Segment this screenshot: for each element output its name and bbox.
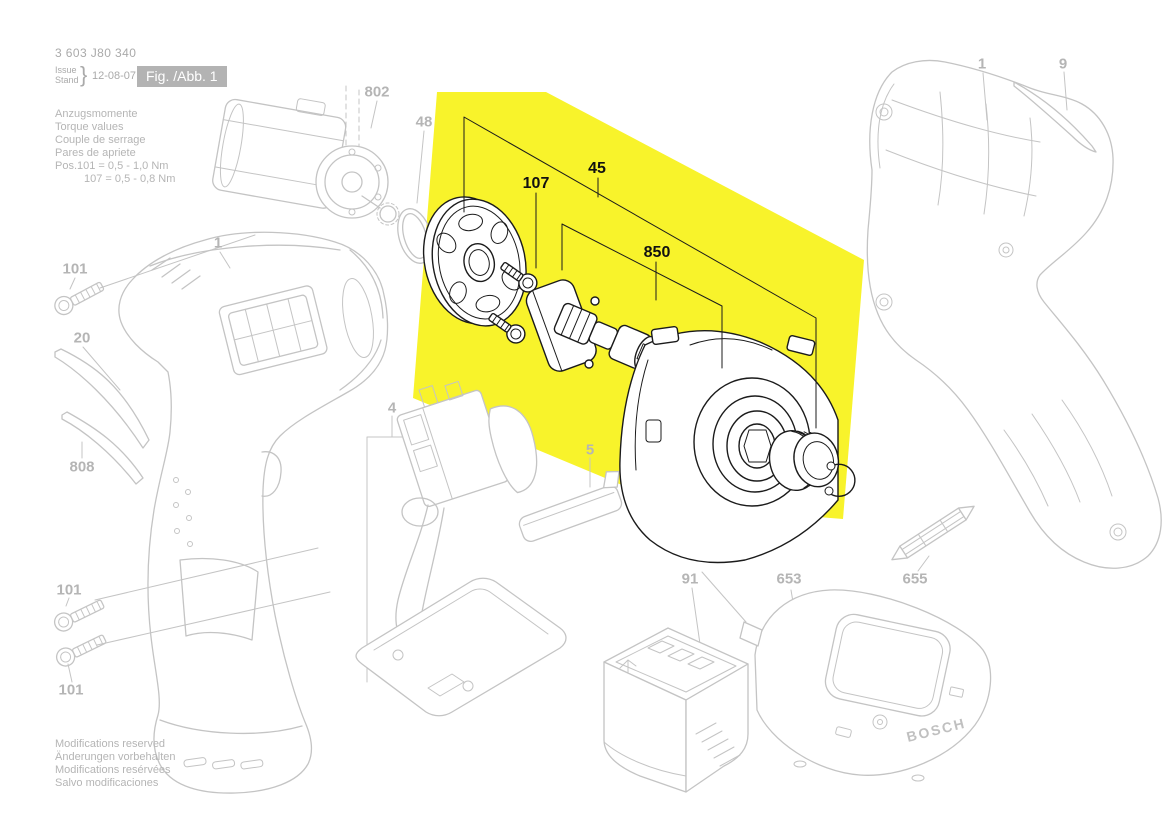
part-label-1-left: 1 <box>213 234 223 252</box>
part-label-101-bottom: 101 <box>58 681 84 699</box>
trim-sliver-drawing <box>1013 71 1097 153</box>
part-label-45: 45 <box>588 160 606 177</box>
part-label-808: 808 <box>69 458 95 476</box>
part-label-91: 91 <box>681 570 699 588</box>
modifications-line-de: Änderungen vorbehalten <box>55 751 176 763</box>
clutch-plate-drawing <box>422 196 527 327</box>
housing-shell-drawing <box>866 59 1162 569</box>
trigger-switch-drawing <box>355 380 567 717</box>
part-label-48: 48 <box>415 113 433 131</box>
part-label-802: 802 <box>364 83 390 101</box>
circlip-drawing <box>824 461 856 497</box>
screw-101-mid-drawing <box>53 547 319 632</box>
motor-drawing <box>212 85 400 226</box>
part-label-655: 655 <box>902 570 928 588</box>
issue-date: 12-08-07 <box>92 70 137 82</box>
stand-label: Stand <box>55 75 79 85</box>
part-label-101-mid: 101 <box>56 581 82 599</box>
part-label-101-top: 101 <box>62 260 88 278</box>
screw-101-top-drawing <box>54 234 256 316</box>
torque-line-fr: Couple de serrage <box>55 134 146 146</box>
torque-line-en: Torque values <box>55 121 124 133</box>
screw-107-b-drawing <box>488 312 526 344</box>
part-label-1-right: 1 <box>977 55 987 73</box>
bit-drawing <box>891 505 975 572</box>
torque-line-es: Pares de apriete <box>55 147 136 159</box>
part-label-20: 20 <box>73 329 91 347</box>
torque-note: Anzugsmomente Torque values Couple de se… <box>55 108 175 186</box>
battery-drawing <box>603 587 749 793</box>
part-label-9: 9 <box>1058 55 1068 73</box>
modifications-line-es: Salvo modificaciones <box>55 777 159 789</box>
modifications-line-fr: Modifications resérvées <box>55 764 171 776</box>
part-label-107: 107 <box>522 175 550 192</box>
leader-lines <box>463 116 817 429</box>
torque-line-de: Anzugsmomente <box>55 108 138 120</box>
threaded-collar-drawing <box>768 430 840 492</box>
part-label-850: 850 <box>643 244 671 261</box>
torque-value-2: 107 = 0,5 - 0,8 Nm <box>84 173 176 185</box>
torque-value-1: Pos.101 = 0,5 - 1,0 Nm <box>55 160 169 172</box>
modifications-note: Modifications reserved Änderungen vorbeh… <box>55 738 175 790</box>
screw-107-a-drawing <box>500 261 538 293</box>
part-label-653: 653 <box>776 570 802 588</box>
modifications-line-en: Modifications reserved <box>55 738 166 750</box>
part-label-4: 4 <box>387 399 397 417</box>
document-part-number: 3 603 J80 340 <box>55 46 137 60</box>
issue-stand-labels: Issue Stand <box>55 65 79 85</box>
trim-wedge-drawings <box>54 346 150 485</box>
figure-label-box: Fig. /Abb. 1 <box>137 66 227 87</box>
gear-housing-drawing <box>619 325 839 564</box>
part-label-5: 5 <box>585 441 595 459</box>
charger-drawing: BOSCH <box>701 571 992 782</box>
slider-drawing <box>518 457 623 543</box>
drill-body-drawing <box>118 231 389 794</box>
screw-101-bottom-drawing <box>55 591 331 683</box>
issue-brace: } <box>80 62 88 87</box>
issue-label: Issue <box>55 65 77 75</box>
